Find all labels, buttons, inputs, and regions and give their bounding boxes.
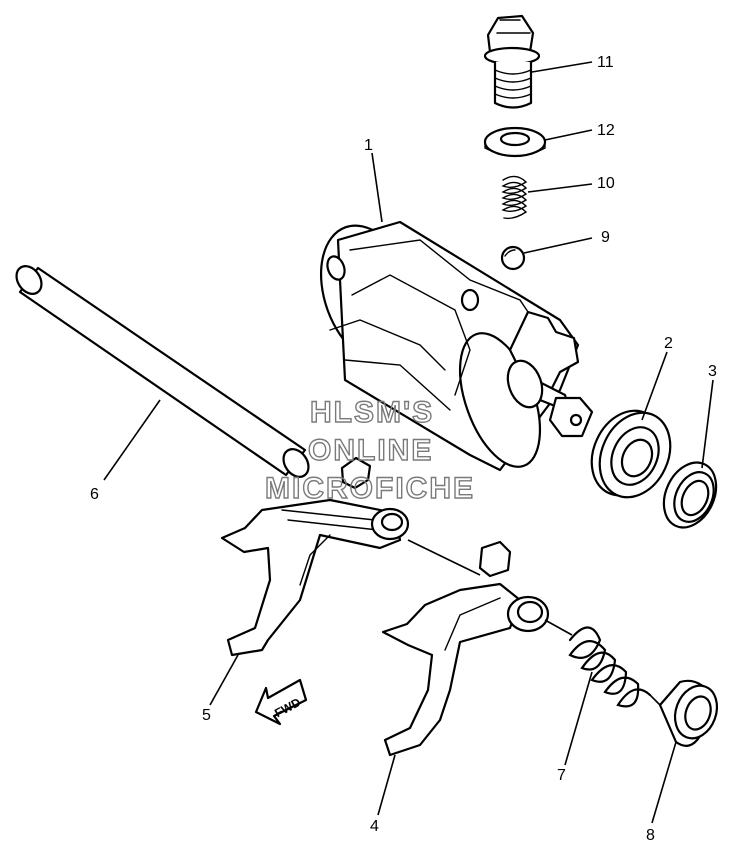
callout-3: 3 bbox=[708, 363, 717, 380]
shift-drum-part bbox=[319, 220, 594, 472]
callout-8: 8 bbox=[646, 827, 655, 844]
callout-6: 6 bbox=[90, 486, 99, 503]
callout-11: 11 bbox=[597, 54, 614, 71]
shaft-part bbox=[15, 265, 310, 478]
fwd-arrow: FWD bbox=[254, 678, 308, 726]
watermark-line-1: HLSM'S bbox=[310, 396, 434, 429]
bolt-part bbox=[483, 14, 541, 109]
callout-9: 9 bbox=[601, 229, 610, 246]
shift-fork-part bbox=[220, 456, 410, 657]
callout-10: 10 bbox=[597, 175, 615, 192]
ball-part bbox=[500, 245, 526, 271]
bearing-part bbox=[590, 409, 672, 499]
spring-part bbox=[501, 175, 528, 220]
callout-4: 4 bbox=[370, 818, 379, 835]
callout-12: 12 bbox=[597, 122, 615, 139]
watermark-line-3: MICROFICHE bbox=[265, 472, 475, 505]
callout-5: 5 bbox=[202, 707, 211, 724]
callout-7: 7 bbox=[557, 767, 566, 784]
collar-part bbox=[658, 679, 719, 747]
washer-part bbox=[483, 126, 547, 158]
watermark-line-2: ONLINE bbox=[308, 434, 433, 467]
watermark: HLSM'S ONLINE MICROFICHE bbox=[264, 395, 475, 505]
callout-1: 1 bbox=[364, 137, 373, 154]
bearing-small-part bbox=[662, 461, 718, 529]
callout-2: 2 bbox=[664, 335, 673, 352]
arrow-icon bbox=[254, 678, 308, 726]
shift-fork-lower-part bbox=[381, 540, 550, 757]
coil-spring-part bbox=[568, 626, 652, 708]
leader-lines bbox=[103, 61, 714, 824]
